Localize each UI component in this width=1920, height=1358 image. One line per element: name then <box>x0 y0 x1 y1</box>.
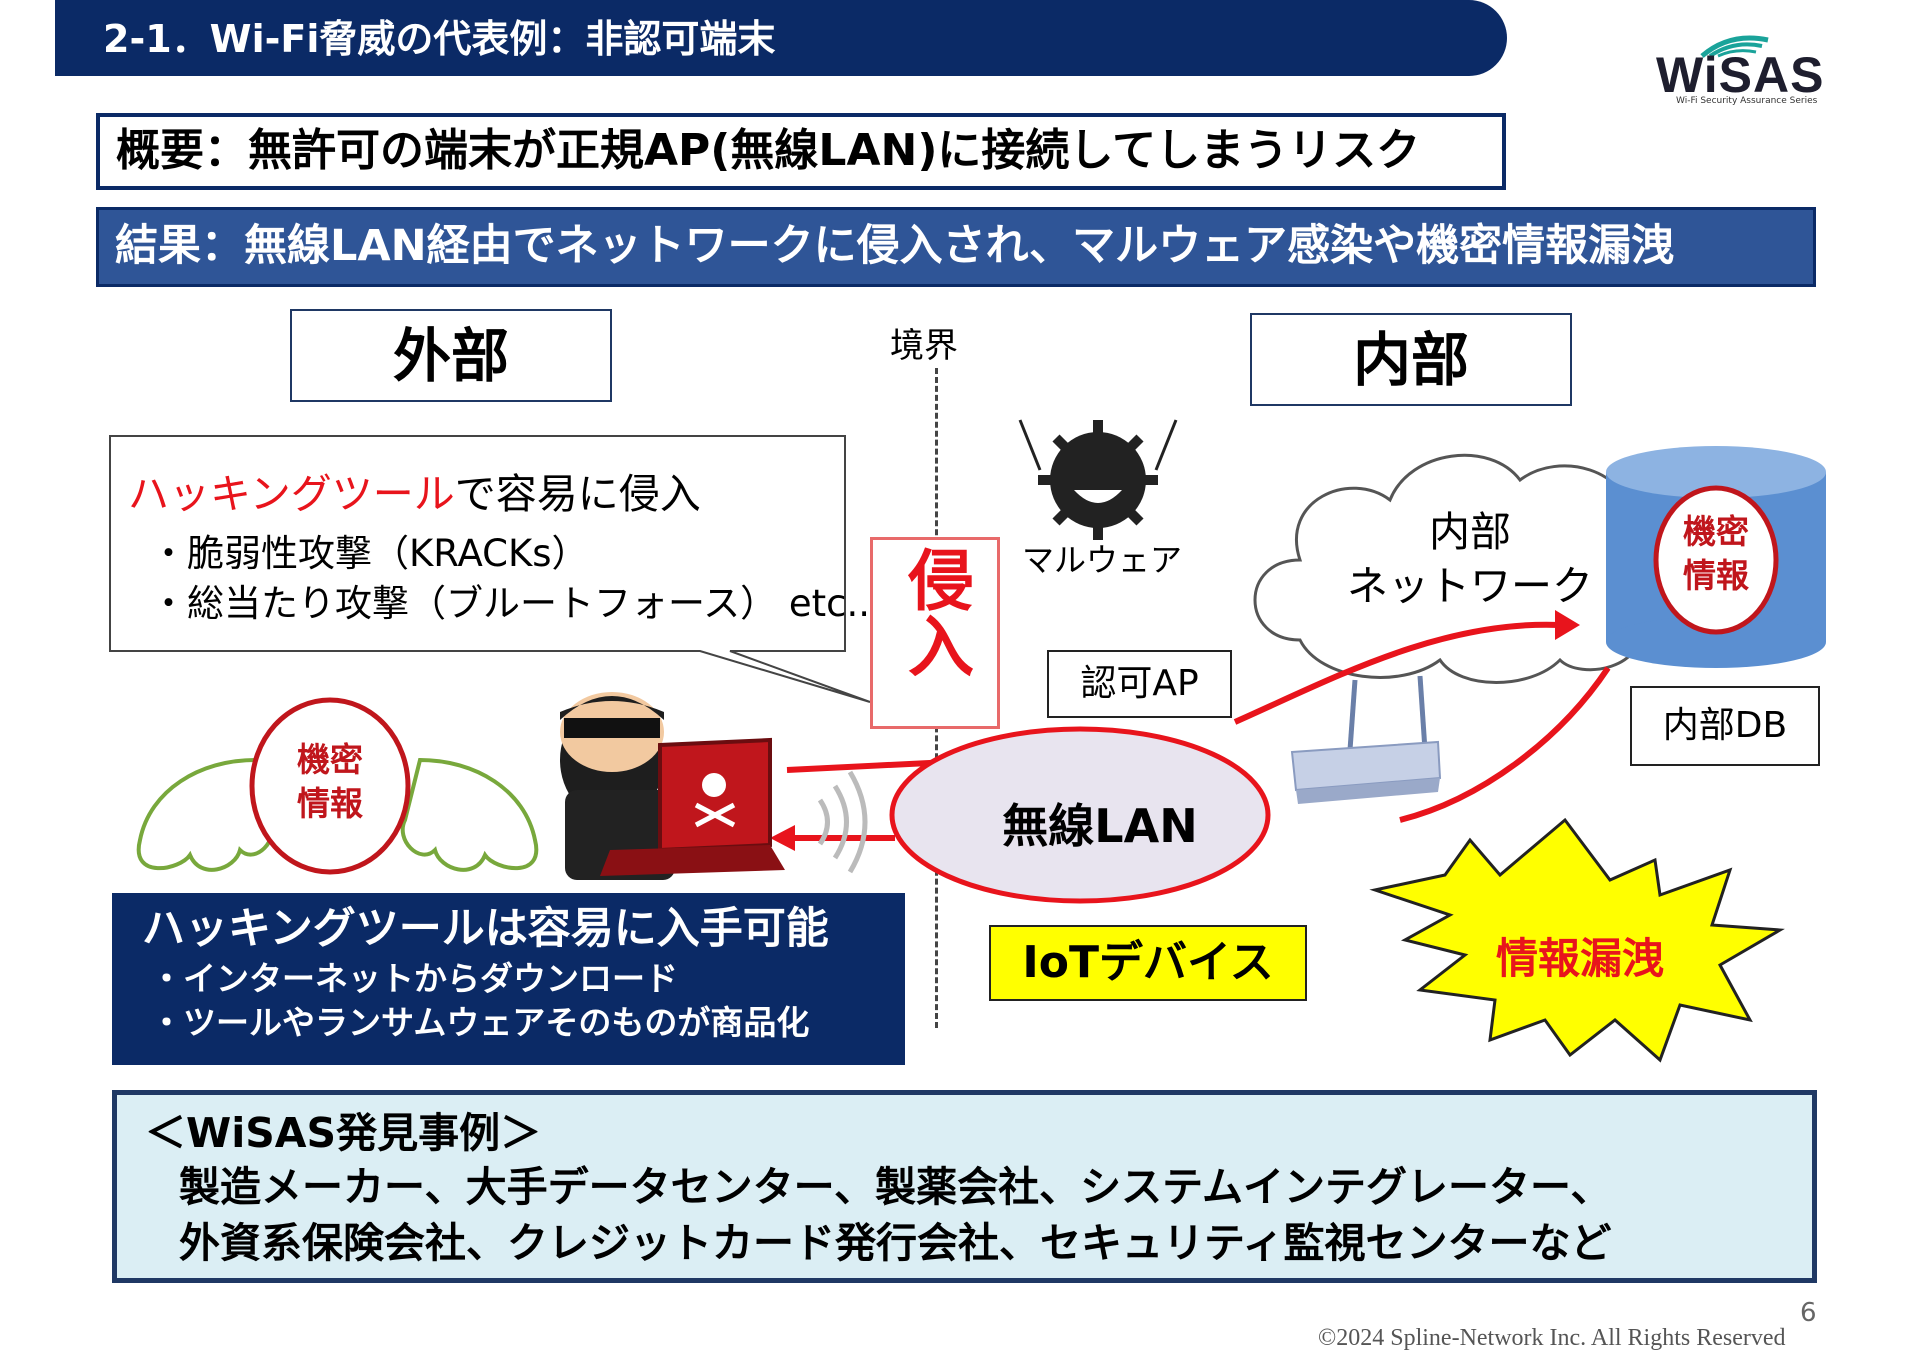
cases-line: 外資系保険会社、クレジットカード発行会社、セキュリティ監視センターなど <box>179 1219 1612 1267</box>
leak-label: 情報漏洩 <box>1495 934 1664 983</box>
slide-title: 2-1．Wi-Fi脅威の代表例：非認可端末 <box>55 0 1507 76</box>
callout-item: ・脆弱性攻撃（KRACKs） <box>150 532 589 575</box>
authorized-ap-label: 認可AP <box>1047 650 1232 718</box>
connection-lines <box>785 621 1611 841</box>
boundary-label: 境界 <box>890 326 958 366</box>
wireless-lan-ellipse <box>889 726 1271 904</box>
callout-item: ・総当たり攻撃（ブルートフォース） etc.. <box>150 582 871 625</box>
wisas-logo <box>1650 18 1850 113</box>
tool-availability-box: ハッキングツールは容易に入手可能 ・インターネットからダウンロード ・ツールやラ… <box>112 893 905 1065</box>
callout-headline-rest: で容易に侵入 <box>454 470 701 518</box>
laptop-icon <box>600 737 785 876</box>
arrow-head <box>1555 610 1580 640</box>
wireless-lan-label: 無線LAN <box>1002 799 1198 853</box>
wings-icon <box>136 757 539 872</box>
availability-item: ・ツールやランサムウェアそのものが商品化 <box>150 1003 810 1042</box>
malware-icon <box>1018 419 1178 540</box>
intrusion-label: 侵入 <box>870 537 1000 729</box>
database-secret-label: 機密 情報 <box>1683 512 1749 595</box>
wisas-cases-box: ＜WiSAS発見事例＞ 製造メーカー、大手データセンター、製薬会社、システムイン… <box>112 1090 1817 1283</box>
callout-headline: ハッキングツールで容易に侵入 <box>128 470 701 518</box>
cases-title: ＜WiSAS発見事例＞ <box>145 1109 542 1157</box>
summary-box: 概要：無許可の端末が正規AP(無線LAN)に接続してしまうリスク <box>96 113 1506 190</box>
wifi-arcs-icon <box>1700 35 1769 58</box>
arrow-head <box>770 825 795 851</box>
hacker-icon <box>560 692 675 880</box>
router-icon <box>1290 675 1442 804</box>
hacking-tool-text: ハッキングツール <box>128 470 455 518</box>
availability-title: ハッキングツールは容易に入手可能 <box>142 904 829 954</box>
result-box: 結果：無線LAN経由でネットワークに侵入され、マルウェア感染や機密情報漏洩 <box>96 207 1816 287</box>
internal-network-label: 内部 ネットワーク <box>1347 508 1593 610</box>
page-number: 6 <box>1800 1298 1817 1328</box>
leak-burst <box>1369 817 1785 1063</box>
logo-tagline: Wi-Fi Security Assurance Series <box>1676 96 1818 106</box>
malware-label: マルウェア <box>1022 541 1183 579</box>
inside-zone-label: 内部 <box>1250 313 1572 406</box>
logo-text: WiSAS <box>1656 47 1825 103</box>
internal-db-label: 内部DB <box>1630 686 1820 766</box>
callout-bubble <box>109 435 871 703</box>
outside-zone-label: 外部 <box>290 309 612 402</box>
flying-info-label: 機密 情報 <box>297 740 363 823</box>
intrusion-text: 侵入 <box>897 546 974 678</box>
cases-line: 製造メーカー、大手データセンター、製薬会社、システムインテグレーター、 <box>179 1163 1612 1211</box>
database-icon <box>1606 446 1826 668</box>
flying-info-circle <box>249 697 411 875</box>
iot-device-label: IoTデバイス <box>989 925 1307 1001</box>
availability-item: ・インターネットからダウンロード <box>150 959 678 998</box>
wifi-waves-icon <box>817 770 868 874</box>
copyright: ©2024 Spline-Network Inc. All Rights Res… <box>1318 1325 1786 1351</box>
